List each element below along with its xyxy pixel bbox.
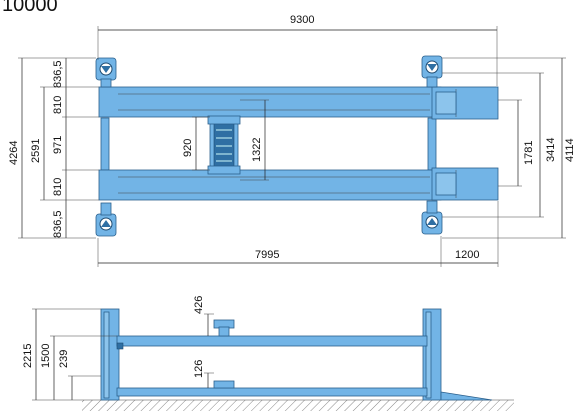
dim-bottom-runway-width: 810	[52, 178, 64, 196]
dim-jack-lowered: 126	[193, 360, 205, 378]
post-rear-right	[421, 200, 443, 235]
dim-post-height: 2215	[22, 344, 34, 368]
dim-runway-span: 2591	[30, 139, 42, 163]
dim-right-inner: 1781	[523, 141, 535, 165]
dim-bottom-offset: 836,5	[52, 210, 64, 238]
dim-ramp-length: 1200	[455, 249, 479, 261]
post-front-left	[95, 57, 117, 88]
dim-top-offset: 836,5	[52, 60, 64, 88]
dim-lift-height: 1500	[40, 344, 52, 368]
dim-inner-length: 7995	[255, 249, 279, 261]
dim-jack-raised: 426	[193, 296, 205, 314]
dim-right-outer: 4114	[564, 138, 574, 162]
runway-bottom	[98, 169, 442, 201]
dim-top-runway-width: 810	[52, 96, 64, 114]
runway-top	[98, 86, 442, 118]
dim-runway-gap: 971	[52, 136, 64, 154]
dim-total-width: 4264	[8, 141, 20, 165]
dim-jack-length: 1322	[251, 138, 263, 162]
front-crossbeam	[100, 117, 110, 171]
side-view: 426 126 2215 1500 239	[22, 296, 514, 411]
rear-crossbeam	[427, 117, 437, 171]
dim-min-height: 239	[58, 350, 70, 368]
model-number: 10000	[2, 0, 58, 16]
post-rear-left	[421, 55, 443, 88]
dim-right-mid: 3414	[545, 138, 557, 162]
dim-jack-span: 920	[182, 139, 194, 157]
side-runway-lower	[116, 387, 428, 397]
floor-hatch	[82, 400, 514, 411]
top-view: 9300 7995 1200 4264 2591 836,5 810 971 8…	[8, 14, 574, 267]
side-ramp	[440, 391, 493, 401]
dim-overall-length: 9300	[290, 14, 314, 26]
side-runway-upper	[116, 335, 428, 347]
post-front-right	[95, 202, 117, 237]
